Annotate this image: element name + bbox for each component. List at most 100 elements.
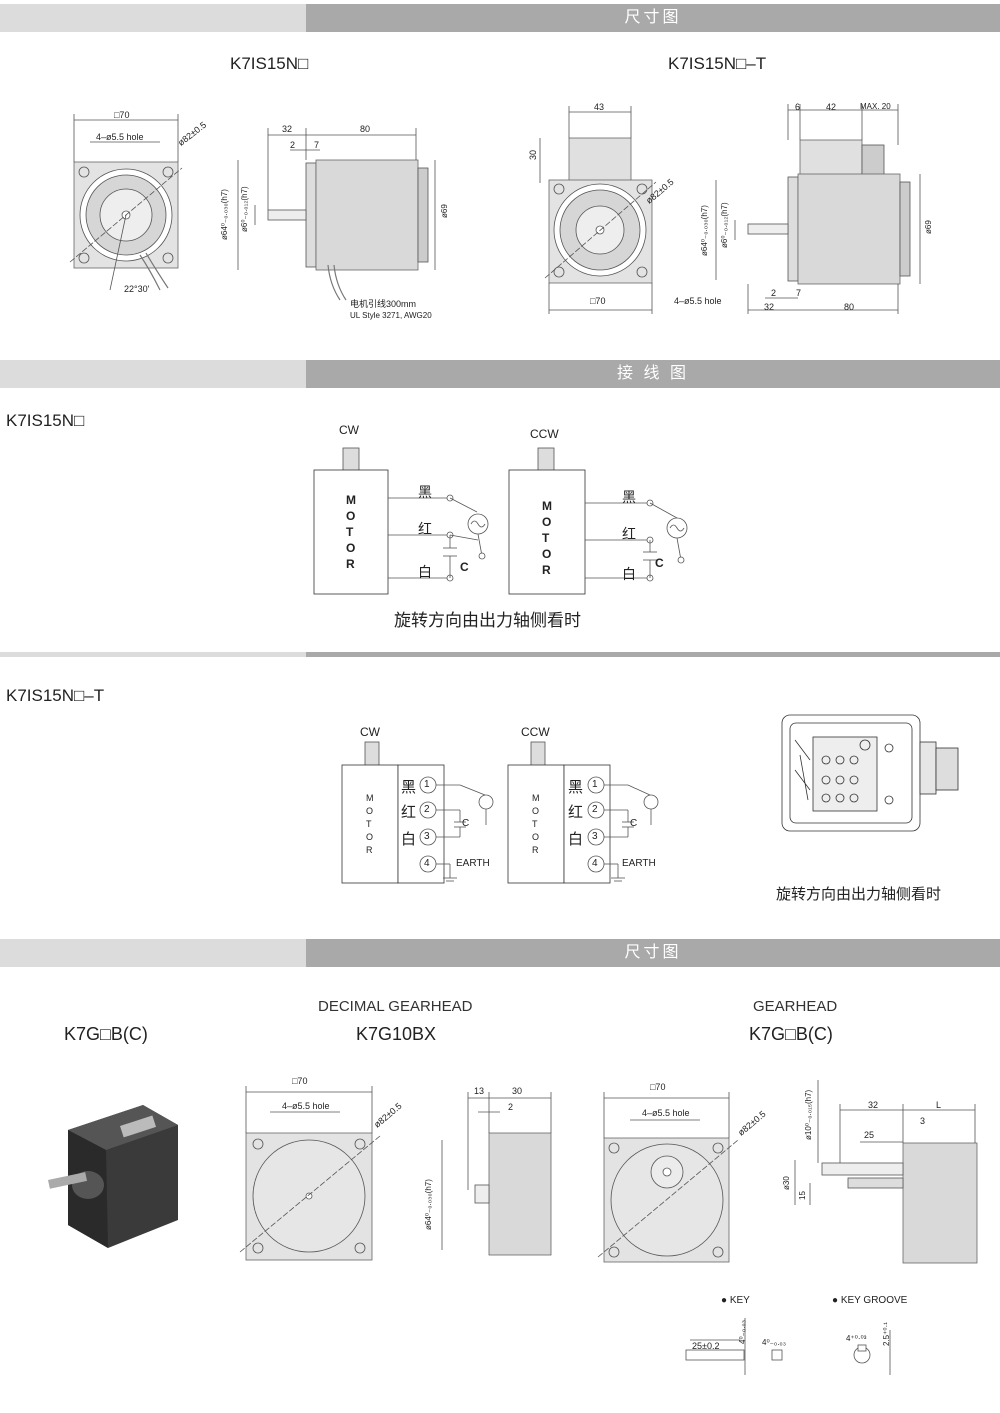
dim-69-t: ø69 [924, 220, 933, 234]
ccw-label-t: CCW [521, 725, 550, 739]
capacitor-cw: C [460, 560, 469, 574]
t-terminal-4-cw: 4 [424, 858, 430, 869]
section-title: 尺寸图 [624, 944, 682, 961]
key-4a: 4⁰₋₀.₀₃ [738, 1320, 747, 1344]
t-terminal-4-ccw: 4 [592, 858, 598, 869]
key-label: ● KEY [721, 1295, 750, 1306]
wiring-model-std: K7IS15N□ [6, 411, 85, 430]
dim-30v: 30 [528, 149, 538, 160]
wire-red-cw: 红 [418, 522, 432, 538]
dim-80: 80 [360, 124, 371, 134]
t-terminal-3-cw: 3 [424, 831, 430, 842]
gh-dim-15: 15 [798, 1191, 807, 1200]
side-view-std [237, 128, 436, 301]
wiring-t-ccw [507, 741, 659, 884]
dim-80-t: 80 [844, 302, 855, 312]
section-bar-wiring: 接 线 图 [0, 360, 1000, 388]
t-white-ccw: 白 [568, 830, 584, 848]
t-red-cw: 红 [401, 803, 417, 821]
section-bar-dimensions: 尺寸图 [0, 4, 1000, 32]
gh-dim-sq70: □70 [650, 1082, 666, 1092]
dim-32: 32 [282, 124, 293, 134]
dim-2-t: 2 [771, 288, 777, 298]
wire-white-ccw: 白 [622, 567, 636, 583]
gh-dim-hole: 4–ø5.5 hole [642, 1108, 690, 1118]
dim-7: 7 [314, 140, 320, 150]
cw-label-t: CW [360, 725, 380, 739]
decimal-gearhead-type: DECIMAL GEARHEAD [318, 998, 473, 1015]
dim-hole-t: 4–ø5.5 hole [674, 296, 722, 306]
section-title: 尺寸图 [624, 9, 682, 26]
section-title: 接 线 图 [617, 365, 689, 382]
g-dim-2: 2 [508, 1102, 514, 1112]
lead-wire-spec: UL Style 3271, AWG20 [350, 311, 432, 320]
section-divider [0, 652, 1000, 657]
dim-angle: 22°30' [124, 284, 150, 294]
gh-dim-32: 32 [868, 1100, 879, 1110]
rotation-caption: 旋转方向由出力轴侧看时 [394, 611, 581, 631]
t-terminal-1-ccw: 1 [592, 779, 598, 790]
gearhead-model: K7G□B(C) [749, 1024, 833, 1044]
t-capacitor-ccw: C [630, 818, 638, 829]
gh-dim-L: L [936, 1100, 942, 1110]
t-terminal-2-ccw: 2 [592, 804, 598, 815]
wiring-std-cw [313, 447, 489, 595]
dim-69: ø69 [440, 204, 449, 218]
g-dim-hole: 4–ø5.5 hole [282, 1101, 330, 1111]
gh-dim-30: ø30 [782, 1176, 791, 1190]
dim-hole: 4–ø5.5 hole [96, 132, 144, 142]
dim-2: 2 [290, 140, 296, 150]
wiring-t-cw [341, 741, 494, 884]
wire-black-ccw: 黑 [622, 490, 636, 506]
key-len-25: 25±0.2 [692, 1341, 720, 1351]
decimal-gearhead-side [441, 1092, 552, 1256]
front-view-t [539, 106, 657, 314]
gh-dim-25: 25 [864, 1130, 875, 1140]
cw-label: CW [339, 423, 359, 437]
key-groove-4: 4⁺⁰·⁰³ [846, 1334, 867, 1343]
side-view-t [715, 104, 921, 314]
lead-wire-length: 电机引线300mm [350, 299, 417, 309]
decimal-gearhead-model: K7G10BX [356, 1024, 437, 1044]
wiring-model-t: K7IS15N□–T [6, 686, 105, 705]
dim-32-t: 32 [764, 302, 775, 312]
t-red-ccw: 红 [568, 803, 584, 821]
section-bar-dimensions-2: 尺寸图 [0, 939, 1000, 967]
t-black-ccw: 黑 [568, 778, 584, 796]
t-earth-ccw: EARTH [622, 858, 656, 869]
dim-sq70: □70 [114, 110, 130, 120]
gearhead-side [794, 1080, 978, 1264]
key-4b: 4⁰₋₀.₀₃ [762, 1338, 786, 1347]
dim-6: ø6⁰₋₀.₀₁₂(h7) [240, 186, 249, 232]
terminal-box [781, 714, 959, 832]
t-terminal-2-cw: 2 [424, 804, 430, 815]
dim-6b: 6 [795, 102, 801, 112]
gear-photo-model: K7G□B(C) [64, 1024, 148, 1044]
dim-max20: MAX. 20 [860, 102, 891, 111]
t-terminal-1-cw: 1 [424, 779, 430, 790]
g-dim-13: 13 [474, 1086, 485, 1096]
dim-sq70-t: □70 [590, 296, 606, 306]
wire-black-cw: 黑 [418, 485, 432, 501]
decimal-gearhead-front [239, 1086, 381, 1261]
g-dim-64: ø64⁰₋₀.₀₃₀(h7) [424, 1179, 433, 1230]
key-groove-25: 2.5⁺⁰·¹ [882, 1322, 891, 1346]
model-title-std: K7IS15N□ [230, 54, 309, 73]
gh-dim-3: 3 [920, 1116, 926, 1126]
gearhead-photo [48, 1100, 178, 1250]
gearhead-type: GEARHEAD [753, 998, 838, 1015]
t-capacitor-cw: C [462, 818, 470, 829]
dim-43: 43 [594, 102, 605, 112]
gearhead-front [597, 1092, 739, 1263]
dim-6-t: ø6⁰₋₀.₀₁₂(h7) [720, 202, 729, 248]
dim-64-t: ø64⁰₋₀.₀₃₀(h7) [700, 205, 709, 256]
wiring-std-ccw [508, 447, 688, 595]
dim-64: ø64⁰₋₀.₀₃₀(h7) [220, 189, 229, 240]
wire-white-cw: 白 [418, 565, 432, 581]
key-groove-label: ● KEY GROOVE [832, 1295, 908, 1306]
dim-7-t: 7 [796, 288, 802, 298]
t-black-cw: 黑 [401, 778, 417, 796]
